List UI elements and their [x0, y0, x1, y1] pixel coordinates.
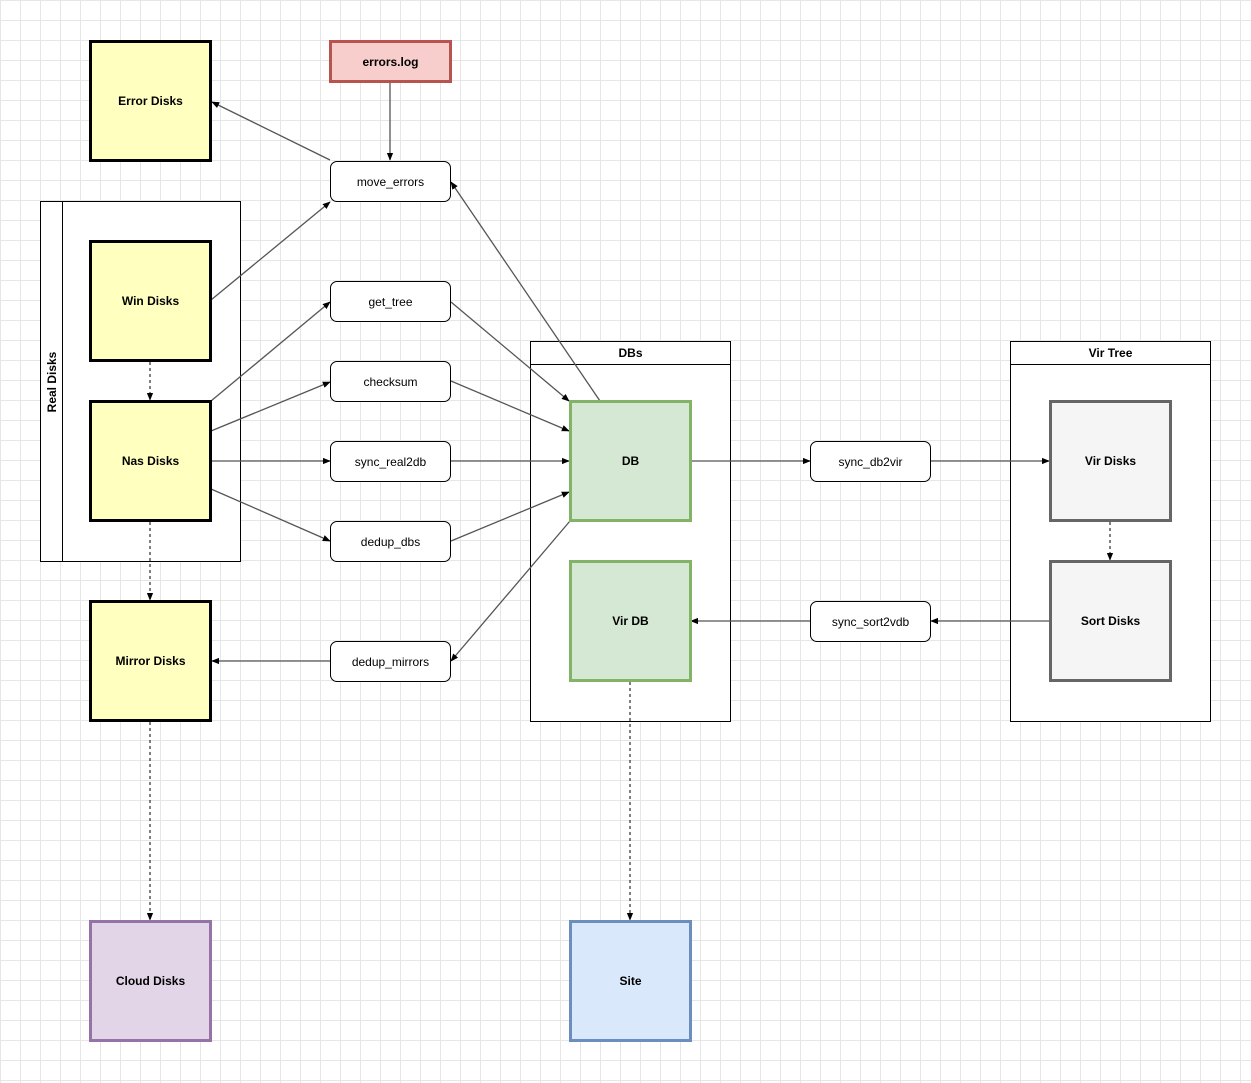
edge-db-to-move-errors[interactable]	[450, 181, 601, 402]
checksum-process[interactable]: checksum	[330, 361, 451, 402]
dedup-mirrors-process[interactable]: dedup_mirrors	[330, 641, 451, 682]
cloud-disks-node[interactable]: Cloud Disks	[89, 920, 212, 1042]
sync-db2vir-process[interactable]: sync_db2vir	[810, 441, 931, 482]
win-disks-node[interactable]: Win Disks	[89, 240, 212, 362]
edge-get-tree-to-db[interactable]	[450, 301, 570, 402]
nas-disks-node[interactable]: Nas Disks	[89, 400, 212, 522]
sync-sort2vdb-process[interactable]: sync_sort2vdb	[810, 601, 931, 642]
edge-checksum-to-db[interactable]	[450, 380, 570, 432]
db-node[interactable]: DB	[569, 400, 692, 522]
edge-nas-disks-to-checksum[interactable]	[210, 381, 331, 432]
error-disks-node[interactable]: Error Disks	[89, 40, 212, 162]
sort-disks-node[interactable]: Sort Disks	[1049, 560, 1172, 682]
vir-tree-title: Vir Tree	[1011, 342, 1210, 365]
edge-nas-disks-to-dedup-dbs[interactable]	[210, 488, 331, 542]
edge-win-disks-to-move-errors[interactable]	[210, 201, 331, 301]
real-disks-header: Real Disks	[41, 202, 63, 561]
dbs-title: DBs	[531, 342, 730, 365]
dedup-dbs-process[interactable]: dedup_dbs	[330, 521, 451, 562]
site-node[interactable]: Site	[569, 920, 692, 1042]
errors-log-node[interactable]: errors.log	[329, 40, 452, 83]
mirror-disks-node[interactable]: Mirror Disks	[89, 600, 212, 722]
edge-move-errors-to-error-disks[interactable]	[211, 101, 331, 161]
move-errors-process[interactable]: move_errors	[330, 161, 451, 202]
vir-db-node[interactable]: Vir DB	[569, 560, 692, 682]
edge-nas-disks-to-get-tree[interactable]	[210, 301, 331, 402]
edge-db-to-dedup-mirrors[interactable]	[450, 520, 571, 662]
edge-dedup-dbs-to-db[interactable]	[450, 491, 570, 542]
sync-real2db-process[interactable]: sync_real2db	[330, 441, 451, 482]
vir-disks-node[interactable]: Vir Disks	[1049, 400, 1172, 522]
get-tree-process[interactable]: get_tree	[330, 281, 451, 322]
